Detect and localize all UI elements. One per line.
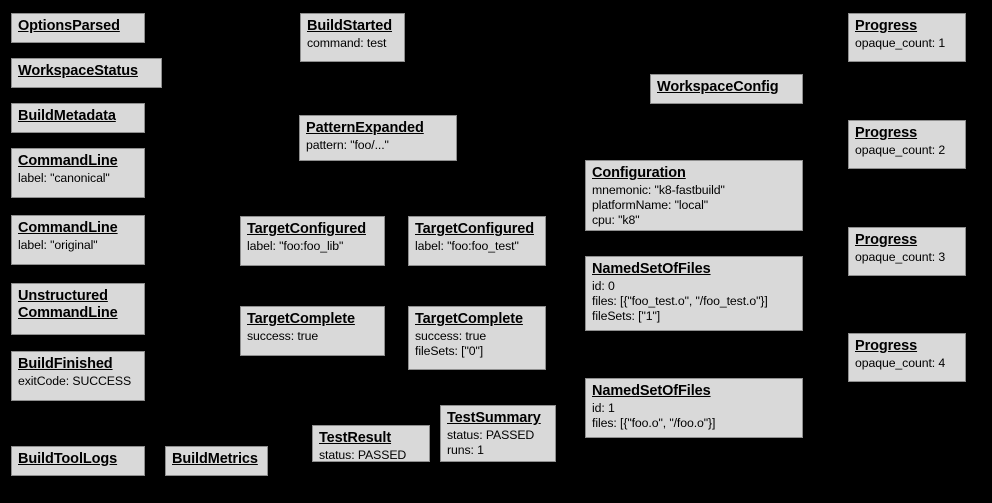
node-title: BuildMetrics <box>172 451 258 467</box>
node-build-finished[interactable]: BuildFinished exitCode: SUCCESS <box>11 351 145 401</box>
node-field: label: "original" <box>18 238 98 252</box>
node-pattern-expanded[interactable]: PatternExpanded pattern: "foo/..." <box>299 115 457 161</box>
node-field: opaque_count: 1 <box>855 36 946 50</box>
node-field: opaque_count: 2 <box>855 143 946 157</box>
node-field: command: test <box>307 36 387 50</box>
node-title: BuildStarted <box>307 18 393 34</box>
node-progress-3[interactable]: Progress opaque_count: 3 <box>848 227 966 276</box>
node-command-line-original[interactable]: CommandLine label: "original" <box>11 215 145 265</box>
node-title: CommandLine <box>18 220 118 236</box>
node-title: PatternExpanded <box>306 120 424 136</box>
node-title: NamedSetOfFiles <box>592 261 711 277</box>
node-title: Progress <box>855 338 918 354</box>
node-fields: exitCode: SUCCESS <box>18 374 139 389</box>
node-build-tool-logs[interactable]: BuildToolLogs <box>11 446 145 476</box>
node-progress-2[interactable]: Progress opaque_count: 2 <box>848 120 966 169</box>
node-options-parsed[interactable]: OptionsParsed <box>11 13 145 43</box>
node-field: files: [{"foo_test.o", "/foo_test.o"}] <box>592 294 768 308</box>
node-test-result[interactable]: TestResult status: PASSED <box>312 425 430 462</box>
node-fields: pattern: "foo/..." <box>306 138 451 153</box>
node-field: fileSets: ["0"] <box>415 344 484 358</box>
node-field: label: "foo:foo_test" <box>415 239 519 253</box>
node-field: label: "foo:foo_lib" <box>247 239 344 253</box>
node-title: Configuration <box>592 165 686 181</box>
node-title: Unstructured CommandLine <box>18 288 118 321</box>
node-fields: status: PASSED <box>319 448 424 463</box>
node-field: mnemonic: "k8-fastbuild" <box>592 183 725 197</box>
node-title: TargetConfigured <box>415 221 534 237</box>
node-progress-4[interactable]: Progress opaque_count: 4 <box>848 333 966 382</box>
node-title: OptionsParsed <box>18 18 120 34</box>
node-field: opaque_count: 4 <box>855 356 946 370</box>
node-fields: label: "original" <box>18 238 139 253</box>
node-field: opaque_count: 3 <box>855 250 946 264</box>
node-field: status: PASSED <box>319 448 407 462</box>
node-workspace-status[interactable]: WorkspaceStatus <box>11 58 162 88</box>
node-title: TargetConfigured <box>247 221 366 237</box>
node-field: platformName: "local" <box>592 198 708 212</box>
node-title: WorkspaceConfig <box>657 79 779 95</box>
node-title: NamedSetOfFiles <box>592 383 711 399</box>
node-configuration[interactable]: Configuration mnemonic: "k8-fastbuild"pla… <box>585 160 803 231</box>
node-fields: success: true <box>247 329 379 344</box>
node-title: TestSummary <box>447 410 541 426</box>
node-fields: opaque_count: 4 <box>855 356 960 371</box>
node-fields: opaque_count: 3 <box>855 250 960 265</box>
node-title: BuildFinished <box>18 356 113 372</box>
node-fields: opaque_count: 2 <box>855 143 960 158</box>
node-field: pattern: "foo/..." <box>306 138 389 152</box>
node-title: TestResult <box>319 430 392 446</box>
node-target-configured-test[interactable]: TargetConfigured label: "foo:foo_test" <box>408 216 546 266</box>
node-field: exitCode: SUCCESS <box>18 374 132 388</box>
node-title: BuildMetadata <box>18 108 116 124</box>
node-field: runs: 1 <box>447 443 484 457</box>
node-field: cpu: "k8" <box>592 213 640 227</box>
node-field: success: true <box>247 329 319 343</box>
node-build-metrics[interactable]: BuildMetrics <box>165 446 268 476</box>
node-build-metadata[interactable]: BuildMetadata <box>11 103 145 133</box>
node-title: Progress <box>855 18 918 34</box>
node-field: id: 0 <box>592 279 615 293</box>
node-field: files: [{"foo.o", "/foo.o"}] <box>592 416 716 430</box>
node-title: WorkspaceStatus <box>18 63 138 79</box>
node-fields: mnemonic: "k8-fastbuild"platformName: "l… <box>592 183 797 228</box>
node-fields: label: "canonical" <box>18 171 139 186</box>
node-fields: opaque_count: 1 <box>855 36 960 51</box>
node-title: TargetComplete <box>415 311 523 327</box>
node-field: id: 1 <box>592 401 615 415</box>
node-title: CommandLine <box>18 153 118 169</box>
node-progress-1[interactable]: Progress opaque_count: 1 <box>848 13 966 62</box>
node-field: fileSets: ["1"] <box>592 309 661 323</box>
node-field: status: PASSED <box>447 428 535 442</box>
node-workspace-config[interactable]: WorkspaceConfig <box>650 74 803 104</box>
node-field: success: true <box>415 329 487 343</box>
node-fields: command: test <box>307 36 399 51</box>
node-title: Progress <box>855 232 918 248</box>
node-target-configured-lib[interactable]: TargetConfigured label: "foo:foo_lib" <box>240 216 385 266</box>
node-unstructured-command-line[interactable]: Unstructured CommandLine <box>11 283 145 335</box>
node-title: Progress <box>855 125 918 141</box>
node-fields: label: "foo:foo_lib" <box>247 239 379 254</box>
node-fields: label: "foo:foo_test" <box>415 239 540 254</box>
node-build-started[interactable]: BuildStarted command: test <box>300 13 405 62</box>
node-title: TargetComplete <box>247 311 355 327</box>
node-command-line-canonical[interactable]: CommandLine label: "canonical" <box>11 148 145 198</box>
node-title: BuildToolLogs <box>18 451 118 467</box>
node-target-complete-lib[interactable]: TargetComplete success: true <box>240 306 385 356</box>
node-field: label: "canonical" <box>18 171 110 185</box>
